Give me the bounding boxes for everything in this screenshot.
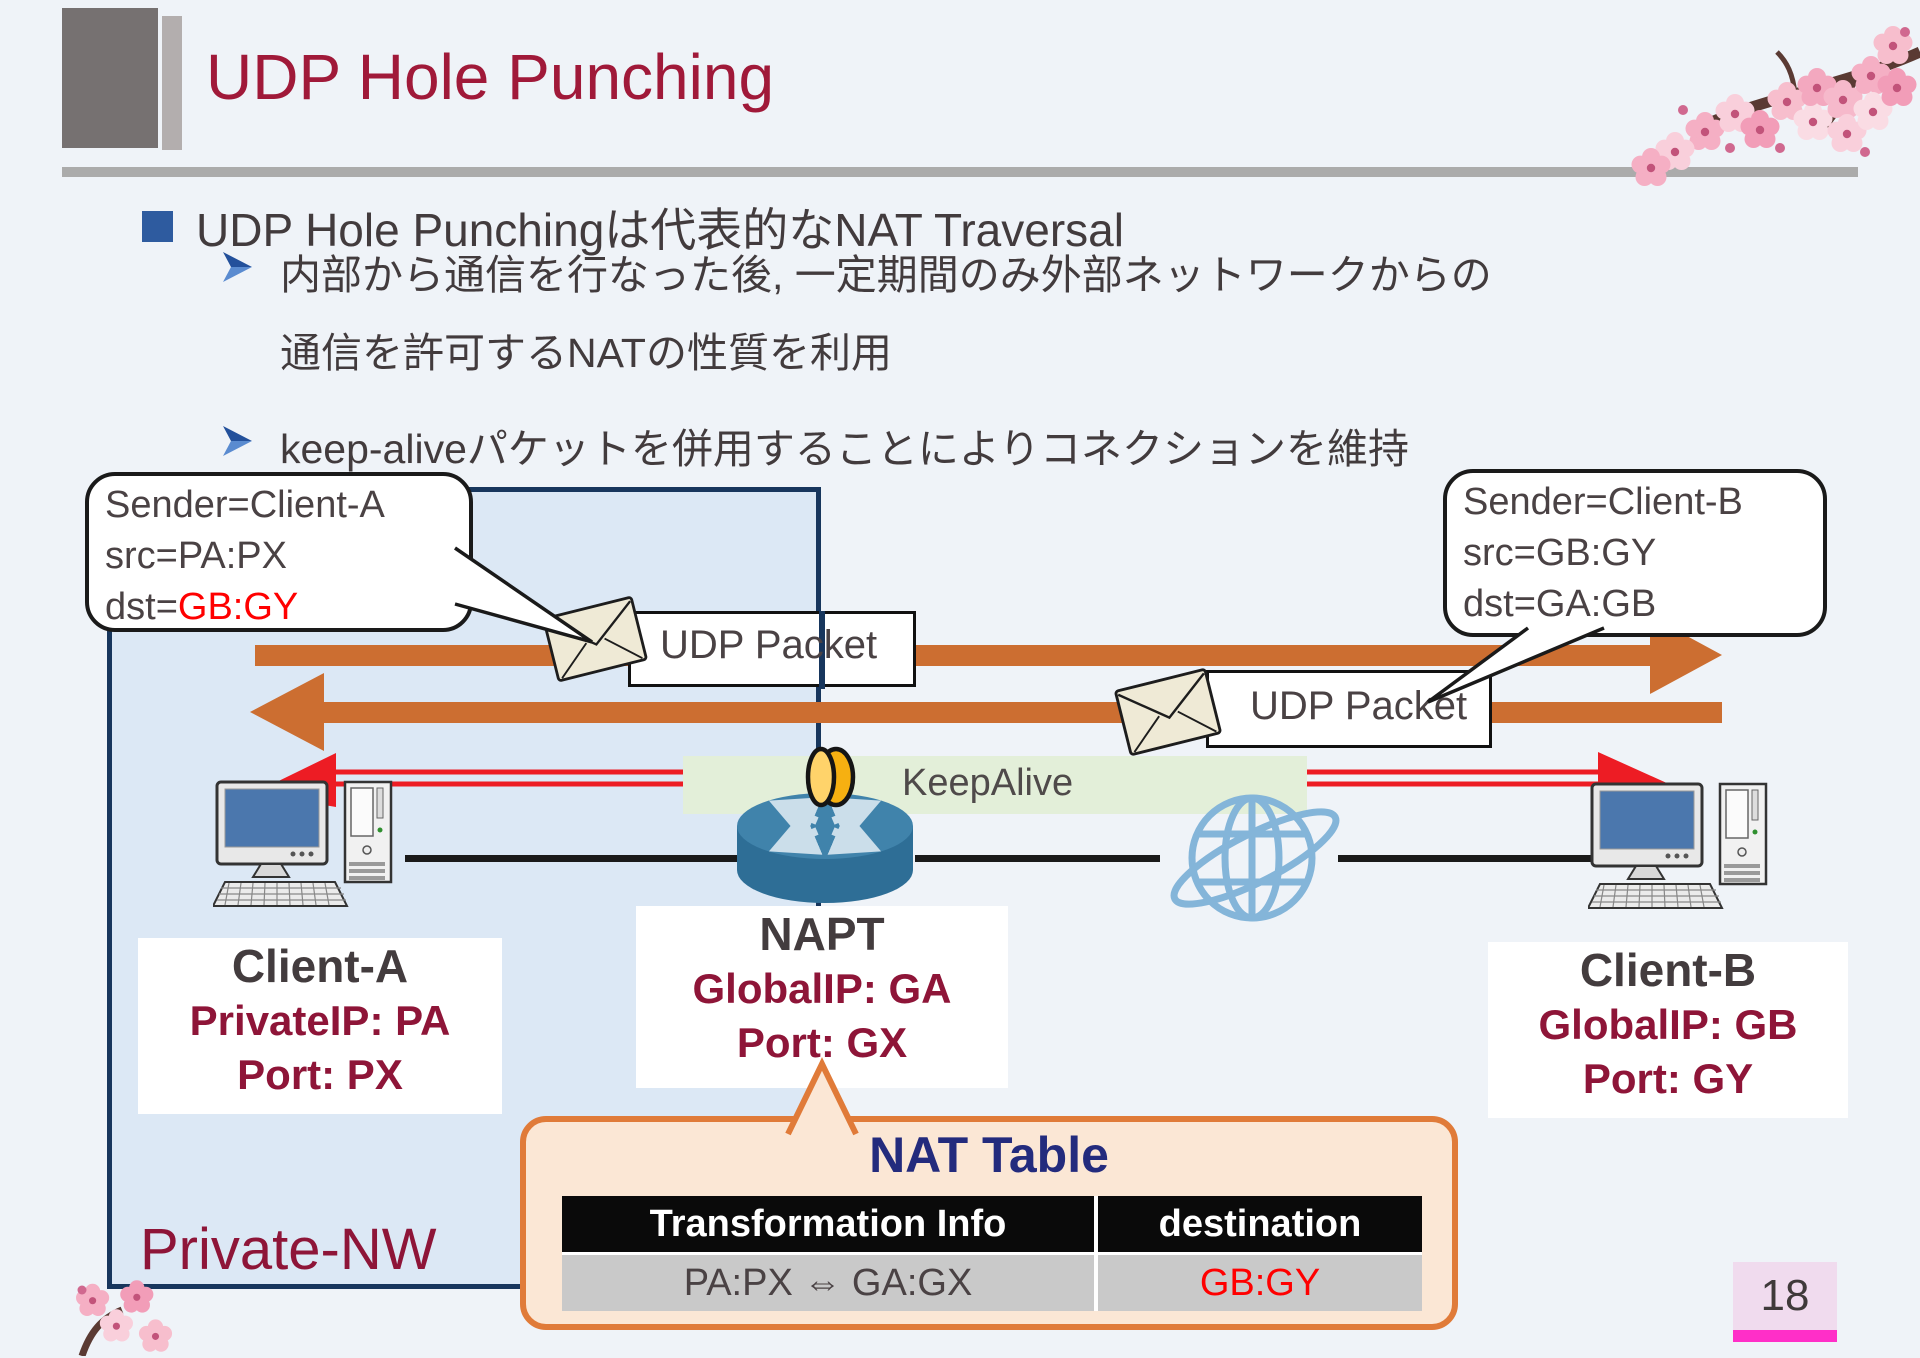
- internet-globe-icon: [1170, 794, 1340, 922]
- cherry-blossom-decoration: [1631, 26, 1920, 186]
- sender-a-bubble: Sender=Client-A src=PA:PX dst=GB:GY: [85, 472, 473, 632]
- title-rule: [62, 167, 1858, 177]
- title-accent-bar-light: [162, 16, 182, 150]
- network-line: [405, 855, 737, 862]
- node-ip: GlobalIP: GA: [692, 965, 952, 1012]
- node-port: Port: PX: [237, 1051, 403, 1098]
- nat-callout-tail: [785, 1057, 859, 1136]
- bubble-line: dst=GB:GY: [105, 586, 299, 628]
- page-number-accent-bar: [1733, 1330, 1837, 1342]
- nat-header-transformation: Transformation Info: [562, 1196, 1094, 1252]
- bullet-sub1-line1: 内部から通信を行なった後, 一定期間のみ外部ネットワークからの: [280, 252, 1492, 298]
- arrow-bullet-icon: [223, 426, 252, 456]
- keepalive-coin-icon: [805, 746, 856, 808]
- nat-table: Transformation Info destination PA:PX ⇔ …: [562, 1196, 1422, 1311]
- client-b-computer-icon: [1588, 782, 1768, 909]
- napt-router-icon: [737, 793, 913, 903]
- bubble-line: Sender=Client-B: [1463, 481, 1743, 523]
- bullet-sub1-line2: 通信を許可するNATの性質を利用: [280, 330, 892, 376]
- private-nw-label: Private-NW: [140, 1217, 437, 1282]
- node-name: Client-A: [231, 940, 409, 992]
- page-number: 18: [1760, 1271, 1810, 1320]
- cherry-blossom-decoration-small: [76, 1280, 173, 1356]
- bullet-sub2: keep-aliveパケットを併用することによりコネクションを維持: [280, 426, 1410, 472]
- title-accent-bar-dark: [62, 8, 158, 148]
- node-port: Port: GY: [1582, 1055, 1754, 1102]
- network-line: [1338, 855, 1628, 862]
- bubble-line: src=GB:GY: [1463, 532, 1657, 574]
- node-ip: GlobalIP: GB: [1538, 1001, 1798, 1048]
- client-a-labels: Client-A PrivateIP: PA Port: PX: [138, 938, 502, 1114]
- bubble-line: src=PA:PX: [105, 535, 287, 577]
- udp-packet-label: UDP Packet: [1250, 684, 1468, 728]
- bubble-line: dst=GA:GB: [1463, 583, 1657, 625]
- keepalive-label: KeepAlive: [902, 762, 1074, 804]
- network-line: [915, 855, 1160, 862]
- sender-b-bubble: Sender=Client-B src=GB:GY dst=GA:GB: [1443, 469, 1827, 637]
- page-title: UDP Hole Punching: [206, 41, 775, 113]
- nat-cell-destination: GB:GY: [1098, 1255, 1422, 1311]
- node-ip: PrivateIP: PA: [189, 997, 451, 1044]
- node-name: Client-B: [1579, 944, 1757, 996]
- bullet-main: UDP Hole Punchingは代表的なNAT Traversal: [196, 204, 1124, 256]
- nat-header-destination: destination: [1098, 1196, 1422, 1252]
- bubble-line: Sender=Client-A: [105, 484, 385, 526]
- udp-packet-label: UDP Packet: [660, 623, 878, 667]
- arrow-bullet-icon: [223, 252, 252, 282]
- nat-table-callout: NAT Table Transformation Info destinatio…: [520, 1116, 1458, 1330]
- node-name: NAPT: [759, 908, 885, 960]
- square-bullet-icon: [142, 211, 173, 242]
- client-a-computer-icon: [213, 780, 393, 907]
- client-b-labels: Client-B GlobalIP: GB Port: GY: [1488, 942, 1848, 1118]
- nat-table-data-row: PA:PX ⇔ GA:GX GB:GY: [562, 1255, 1422, 1311]
- nat-table-title: NAT Table: [869, 1127, 1109, 1183]
- nat-table-header-row: Transformation Info destination: [562, 1196, 1422, 1252]
- page-number-box: 18: [1733, 1262, 1837, 1342]
- nat-cell-transformation: PA:PX ⇔ GA:GX: [562, 1255, 1094, 1311]
